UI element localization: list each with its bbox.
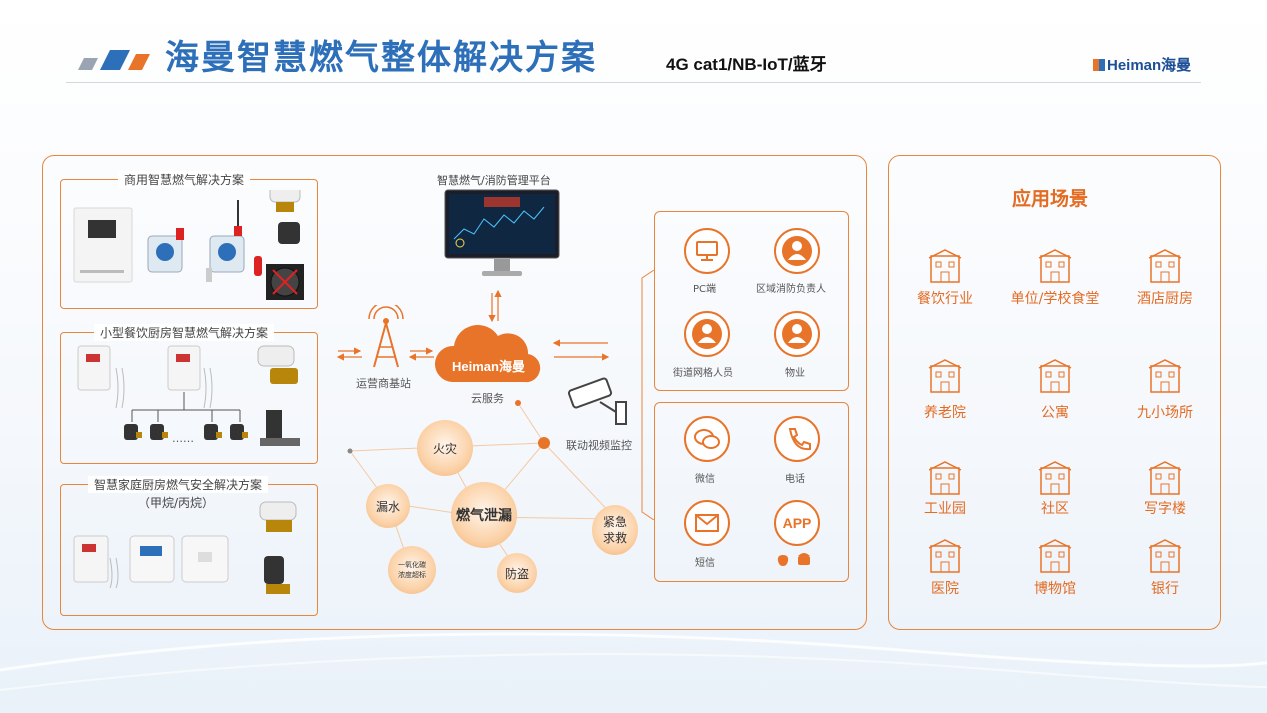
cloud-icon bbox=[432, 322, 542, 386]
scenario-label: 工业园 bbox=[890, 498, 1000, 518]
small-venue-icon bbox=[1145, 358, 1185, 398]
industrial-park-icon bbox=[925, 460, 965, 500]
restaurant-icon bbox=[925, 248, 965, 288]
pc-icon bbox=[684, 228, 730, 274]
commercial-devices bbox=[70, 190, 310, 302]
bubble-emergency: 紧急 求救 bbox=[592, 505, 638, 555]
bubble-emergency-label-1: 紧急 bbox=[603, 514, 627, 530]
page-title: 海曼智慧燃气整体解决方案 bbox=[165, 30, 597, 79]
sms-label: 短信 bbox=[695, 554, 715, 569]
bubble-co-label-2: 浓度超标 bbox=[398, 570, 426, 580]
wechat-icon bbox=[684, 416, 730, 462]
region-manager-label: 区域消防负责人 bbox=[756, 280, 826, 295]
bubble-emergency-label-2: 求救 bbox=[603, 530, 627, 546]
grid-staff-icon bbox=[684, 311, 730, 357]
home-solution-title: 智慧家庭厨房燃气安全解决方案 bbox=[88, 476, 268, 493]
bubble-water-label: 漏水 bbox=[376, 498, 400, 515]
bubble-fire: 火灾 bbox=[417, 420, 473, 476]
scenario-label: 公寓 bbox=[1000, 402, 1110, 422]
wechat-label: 微信 bbox=[695, 470, 715, 485]
monitor-icon bbox=[444, 189, 560, 281]
phone-label: 电话 bbox=[785, 470, 805, 485]
property-icon bbox=[774, 311, 820, 357]
commercial-solution-title: 商用智慧燃气解决方案 bbox=[118, 171, 250, 188]
scenario-label: 社区 bbox=[1000, 498, 1110, 518]
scenario-grid: 餐饮行业单位/学校食堂酒店厨房养老院公寓九小场所工业园社区写字楼医院博物馆银行 bbox=[900, 238, 1210, 608]
hospital-icon bbox=[925, 538, 965, 578]
museum-icon bbox=[1035, 538, 1075, 578]
kitchen-solution-title: 小型餐饮厨房智慧燃气解决方案 bbox=[94, 324, 274, 341]
office-icon bbox=[1145, 460, 1185, 500]
phone-icon bbox=[774, 416, 820, 462]
base-station-icon bbox=[366, 305, 406, 369]
app-label: APP bbox=[783, 515, 812, 531]
apartment-icon bbox=[1035, 358, 1075, 398]
bubble-theft: 防盗 bbox=[497, 553, 537, 593]
apple-android-icon bbox=[776, 551, 816, 567]
scenario-label: 九小场所 bbox=[1110, 402, 1220, 422]
bubble-water: 漏水 bbox=[366, 484, 410, 528]
bank-icon bbox=[1145, 538, 1185, 578]
nursing-home-icon bbox=[925, 358, 965, 398]
page-subtitle: 4G cat1/NB-IoT/蓝牙 bbox=[666, 50, 827, 75]
bubble-gas-leak: 燃气泄漏 bbox=[451, 482, 517, 548]
background-swoosh bbox=[0, 590, 1267, 713]
notification-panel bbox=[654, 402, 849, 582]
base-station-label: 运营商基站 bbox=[356, 375, 411, 391]
sms-icon bbox=[684, 500, 730, 546]
scenario-label: 餐饮行业 bbox=[890, 288, 1000, 308]
hotel-icon bbox=[1145, 248, 1185, 288]
scenario-label: 养老院 bbox=[890, 402, 1000, 422]
scenario-label: 写字楼 bbox=[1110, 498, 1220, 518]
bubble-theft-label: 防盗 bbox=[505, 565, 529, 582]
app-icon: APP bbox=[774, 500, 820, 546]
bubble-fire-label: 火灾 bbox=[433, 440, 457, 457]
grid-staff-label: 街道网格人员 bbox=[673, 364, 733, 379]
brand-logo: Heiman海曼 bbox=[1093, 54, 1191, 75]
community-icon bbox=[1035, 460, 1075, 500]
bubble-co-label-1: 一氧化碳 bbox=[398, 560, 426, 570]
logo-mark-icon bbox=[1093, 59, 1105, 71]
scenario-label: 单位/学校食堂 bbox=[1000, 288, 1110, 308]
platform-label: 智慧燃气/消防管理平台 bbox=[437, 172, 551, 188]
header-logo-bars bbox=[70, 44, 160, 72]
property-label: 物业 bbox=[785, 364, 805, 379]
logo-text: Heiman海曼 bbox=[1107, 57, 1191, 74]
scenario-label: 酒店厨房 bbox=[1110, 288, 1220, 308]
scenarios-title: 应用场景 bbox=[1012, 184, 1088, 211]
bubble-gas-leak-label: 燃气泄漏 bbox=[456, 505, 512, 525]
cloud-brand: Heiman海曼 bbox=[452, 356, 525, 375]
school-icon bbox=[1035, 248, 1075, 288]
header-divider bbox=[66, 82, 1201, 83]
region-manager-icon bbox=[774, 228, 820, 274]
pc-label: PC端 bbox=[693, 280, 716, 295]
valve-ellipsis: …… bbox=[172, 432, 194, 445]
bubble-co: 一氧化碳 浓度超标 bbox=[388, 546, 436, 594]
